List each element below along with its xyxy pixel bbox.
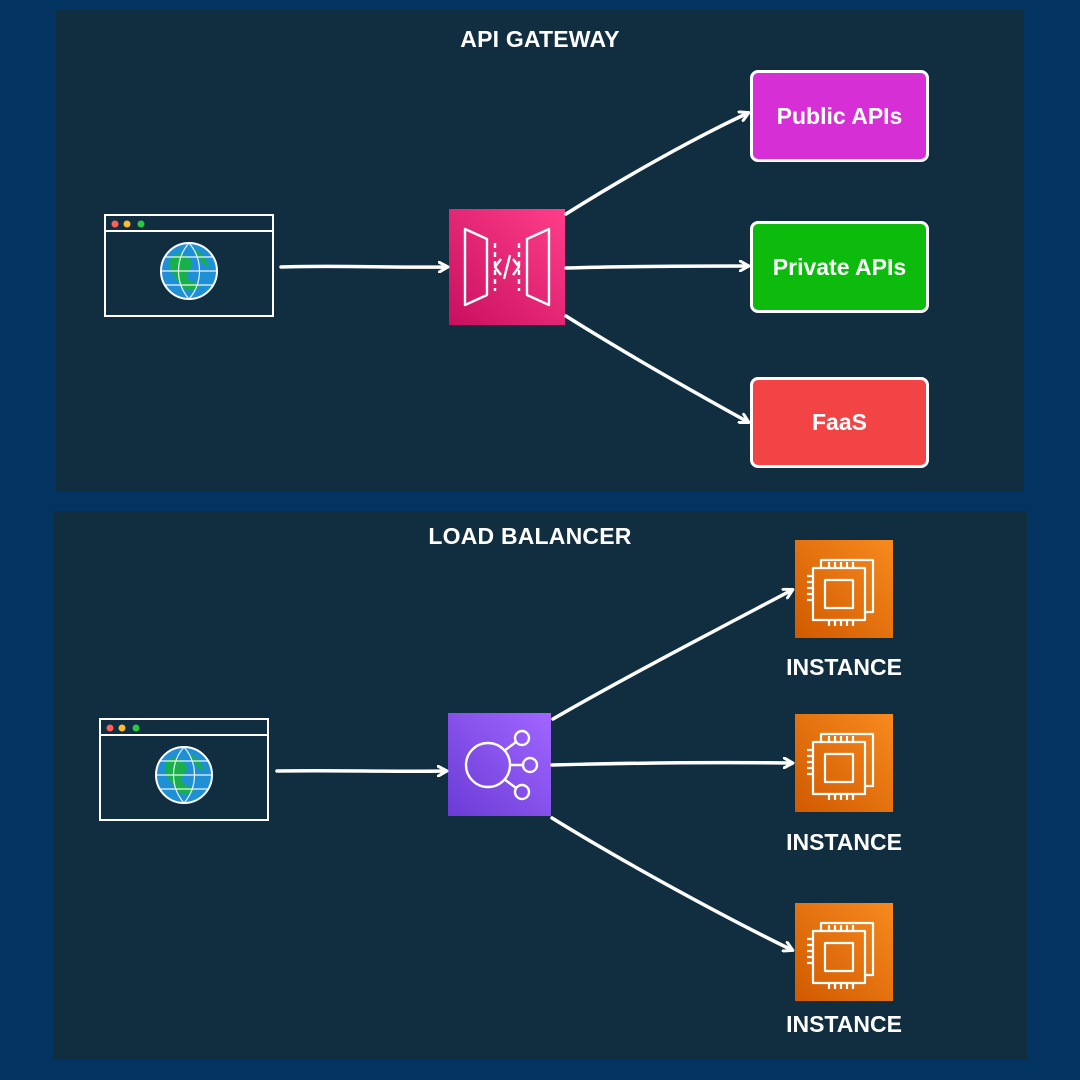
private-apis-box: Private APIs [750,221,929,313]
client-browser-bottom [99,718,269,821]
ec2-instance-icon-2 [793,712,895,814]
instance-label-1: INSTANCE [786,654,902,680]
ec2-instance-icon-1 [793,538,895,640]
instance-label-3: INSTANCE [786,1011,902,1037]
load-balancer-icon [448,713,551,816]
arrow-client-to-gateway [279,266,447,267]
arrow-gateway-to-private [564,266,748,268]
bottom-arrows [275,590,792,950]
public-apis-box: Public APIs [750,70,929,162]
ec2-instance-icon-3 [793,901,895,1003]
browser-globe-icon-top [160,242,218,300]
arrow-gateway-to-faas [564,314,748,422]
top-arrows [279,113,748,422]
arrow-lb-to-instance-1 [551,590,792,721]
instance-label-2: INSTANCE [786,829,902,855]
api-gateway-icon [449,209,565,325]
arrow-client-to-lb [275,771,446,772]
faas-box: FaaS [750,377,929,468]
arrow-lb-to-instance-3 [550,816,792,950]
arrow-lb-to-instance-2 [550,763,792,765]
browser-globe-icon-bottom [155,746,213,804]
client-browser-top [104,214,274,317]
arrow-gateway-to-public [564,113,748,216]
api-gateway-title: API GATEWAY [460,26,620,52]
load-balancer-title: LOAD BALANCER [428,523,632,549]
